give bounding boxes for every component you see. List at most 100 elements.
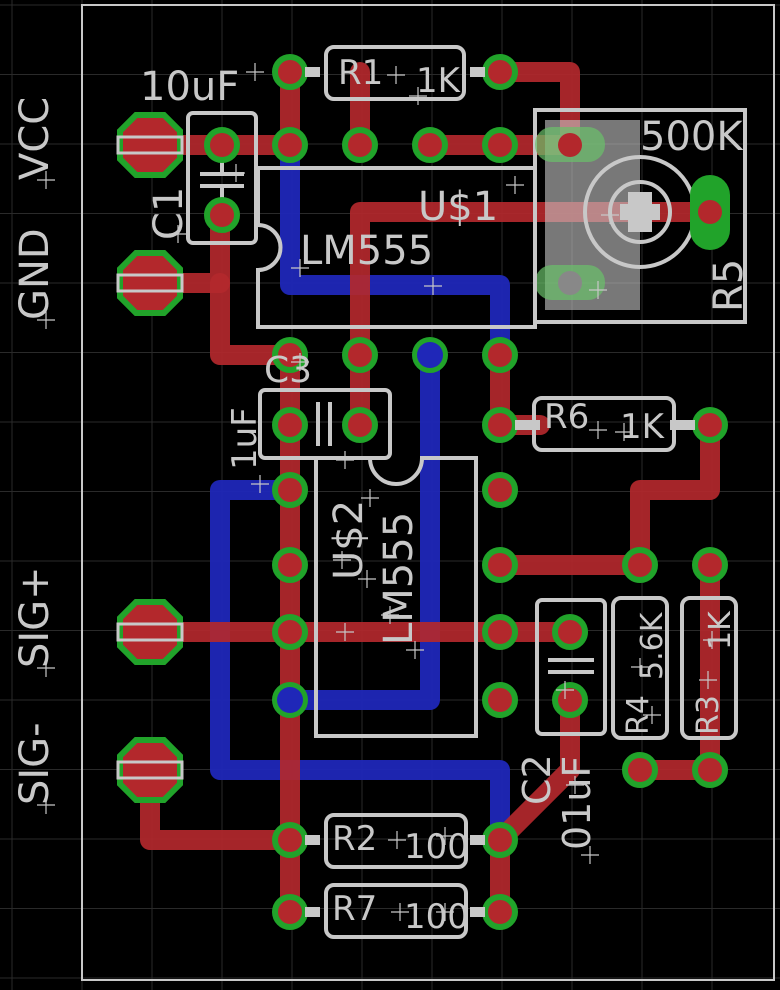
connectors: [116, 112, 184, 803]
origin-cross: [589, 421, 607, 439]
label-sig-minus: SIG-: [12, 722, 58, 805]
origin-cross: [581, 846, 599, 864]
connector-vcc: [116, 112, 184, 178]
ic-u1-outline: [256, 166, 537, 329]
r2-value: 100: [404, 827, 469, 867]
r1-value: 1K: [416, 61, 462, 101]
r3-value: 1K: [703, 610, 738, 650]
r7-name: R7: [332, 889, 377, 929]
origin-cross: [703, 631, 721, 649]
through-hole-pad: [272, 54, 308, 90]
origin-cross: [506, 176, 524, 194]
origin-cross: [699, 671, 717, 689]
origin-cross: [387, 66, 405, 84]
r1-name: R1: [338, 53, 383, 93]
origin-cross: [424, 277, 442, 295]
u2-name: U$2: [326, 500, 372, 580]
c2-outline: [535, 598, 607, 736]
origin-cross: [37, 659, 55, 677]
r3-name: R3: [691, 695, 726, 735]
origin-cross: [333, 551, 351, 569]
ic-u2-outline: [314, 456, 478, 738]
bottom-pad-fill: [277, 687, 303, 713]
origin-cross: [37, 796, 55, 814]
r7-value: 100: [404, 897, 469, 937]
pot-wiper-drill: [698, 200, 722, 224]
cap-c2: [535, 598, 607, 736]
through-hole-pad: [622, 752, 658, 788]
origin-cross: [381, 606, 399, 624]
r5-name: R5: [706, 259, 752, 312]
r6-value: 1K: [620, 407, 666, 447]
through-hole-pad: [482, 894, 518, 930]
trace-top-gnd-down: [210, 273, 300, 365]
trace-top-r6: [490, 415, 720, 575]
through-hole-pad: [482, 54, 518, 90]
c1-name: C1: [146, 187, 192, 240]
r2-outline: [324, 813, 468, 869]
connector-sig-minus: [116, 737, 184, 803]
through-hole-pad: [272, 407, 308, 443]
origin-cross: [336, 623, 354, 641]
origin-cross: [566, 776, 584, 794]
origin-cross: [436, 903, 454, 921]
through-hole-pad: [412, 127, 448, 163]
through-hole-pad: [342, 407, 378, 443]
origin-cross: [336, 451, 354, 469]
origin-cross: [37, 311, 55, 329]
origin-cross: [361, 489, 379, 507]
through-hole-pad: [272, 127, 308, 163]
u1-value: LM555: [300, 228, 433, 274]
origin-cross: [388, 831, 406, 849]
u1-body: [256, 166, 537, 329]
u1-name: U$1: [418, 184, 498, 230]
r4-outline: [611, 596, 669, 740]
through-hole-pad: [342, 127, 378, 163]
u2-body: [314, 456, 478, 738]
c1-value: 10uF: [140, 64, 239, 110]
origin-cross: [436, 827, 454, 845]
origin-cross: [589, 281, 607, 299]
through-hole-pad: [204, 197, 240, 233]
through-hole-pad: [692, 547, 728, 583]
pot-drill-top: [558, 133, 582, 157]
through-hole-pad: [552, 682, 588, 718]
origin-cross: [169, 225, 187, 243]
pot-drill-bottom: [558, 271, 582, 295]
c3-name: C3: [264, 350, 312, 391]
trace-bottom-3: [210, 480, 510, 850]
origin-cross: [556, 681, 574, 699]
bottom-copper-layer: [210, 135, 510, 850]
origin-cross: [631, 658, 649, 676]
r7-outline: [324, 883, 468, 939]
label-vcc: VCC: [12, 97, 58, 180]
origin-cross: [615, 423, 633, 441]
through-hole-pad: [482, 407, 518, 443]
r3-outline: [680, 596, 738, 740]
through-hole-pad: [482, 472, 518, 508]
c3-value: 1uF: [225, 407, 265, 470]
through-hole-pad: [272, 547, 308, 583]
silkscreen-text: GND VCC SIG- SIG+ R1 1K 10uF C1 U$1 LM55…: [12, 53, 752, 937]
c1-outline: [186, 111, 258, 245]
origin-cross: [601, 206, 619, 224]
through-hole-pad: [482, 337, 518, 373]
board-outline: [81, 4, 775, 981]
through-hole-pad: [482, 822, 518, 858]
through-hole-pad: [692, 752, 728, 788]
origin-cross: [291, 259, 309, 277]
through-hole-pad: [272, 894, 308, 930]
origin-cross: [227, 164, 245, 182]
through-hole-pad: [482, 682, 518, 718]
pads: [204, 54, 728, 930]
bottom-pad-fill: [417, 342, 443, 368]
trace-bottom-2: [280, 345, 440, 710]
through-hole-pad: [482, 547, 518, 583]
r1-outline: [324, 45, 466, 101]
through-hole-pad: [622, 547, 658, 583]
c3-outline: [258, 388, 392, 460]
through-hole-pad: [272, 822, 308, 858]
through-hole-pad: [482, 127, 518, 163]
origin-cross: [643, 706, 661, 724]
